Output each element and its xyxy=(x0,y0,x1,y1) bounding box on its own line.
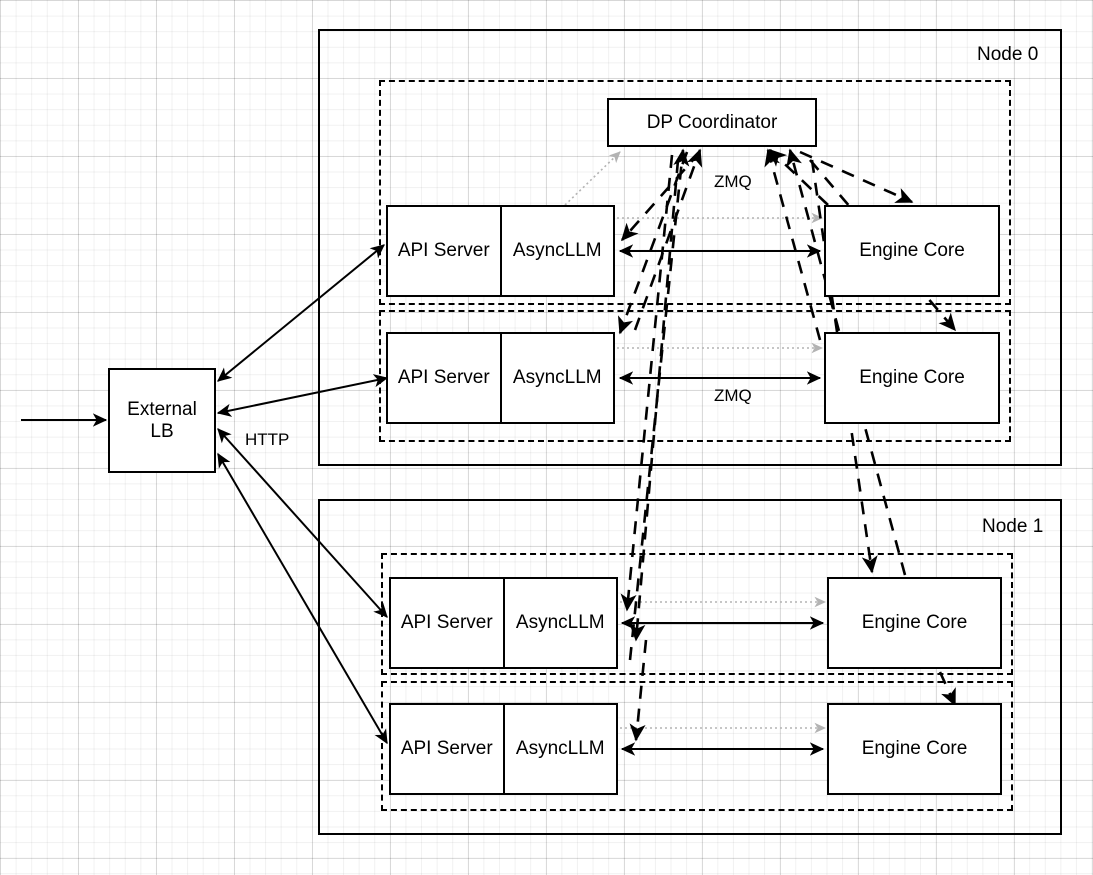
dp-coordinator-label: DP Coordinator xyxy=(646,111,778,133)
api-server-label: API Server xyxy=(391,579,505,667)
coordinator-zmq-label: ZMQ xyxy=(714,172,752,191)
engine-core-label: Engine Core xyxy=(859,367,965,388)
node-0-row2-zmq-label: ZMQ xyxy=(714,386,752,405)
async-llm-label: AsyncLLM xyxy=(512,240,602,261)
node-1-group-1 xyxy=(381,553,1013,675)
node-0-api-server-1[interactable]: API Server AsyncLLM xyxy=(386,205,615,297)
async-llm-label: AsyncLLM xyxy=(515,612,605,633)
api-server-label: API Server xyxy=(391,705,505,793)
external-lb-label-line1: External xyxy=(127,398,197,420)
api-server-label: API Server xyxy=(388,207,502,295)
node-1-group-2 xyxy=(381,681,1013,811)
node-0-label: Node 0 xyxy=(977,44,1039,65)
node-1-api-server-1[interactable]: API Server AsyncLLM xyxy=(389,577,618,669)
async-llm-label: AsyncLLM xyxy=(515,738,605,759)
node-1-engine-core-2[interactable]: Engine Core xyxy=(827,703,1002,795)
node-0-group-1 xyxy=(379,80,1011,305)
node-0-api-server-2[interactable]: API Server AsyncLLM xyxy=(386,332,615,424)
dp-coordinator-box[interactable]: DP Coordinator xyxy=(607,98,817,147)
node-0-engine-core-1[interactable]: Engine Core xyxy=(824,205,1000,297)
api-server-label: API Server xyxy=(388,334,502,422)
engine-core-label: Engine Core xyxy=(861,612,968,633)
external-lb-box[interactable]: External LB xyxy=(108,368,216,473)
node-1-api-server-2[interactable]: API Server AsyncLLM xyxy=(389,703,618,795)
node-1-engine-core-1[interactable]: Engine Core xyxy=(827,577,1002,669)
node-0-container xyxy=(318,29,1062,466)
engine-core-label: Engine Core xyxy=(859,240,965,261)
node-0-engine-core-2[interactable]: Engine Core xyxy=(824,332,1000,424)
engine-core-label: Engine Core xyxy=(861,738,968,759)
external-lb-label-line2: LB xyxy=(150,420,174,442)
node-1-container xyxy=(318,499,1062,835)
node-1-label: Node 1 xyxy=(982,516,1044,537)
async-llm-label: AsyncLLM xyxy=(512,367,602,388)
http-label: HTTP xyxy=(245,430,290,449)
node-0-group-2 xyxy=(379,310,1011,442)
